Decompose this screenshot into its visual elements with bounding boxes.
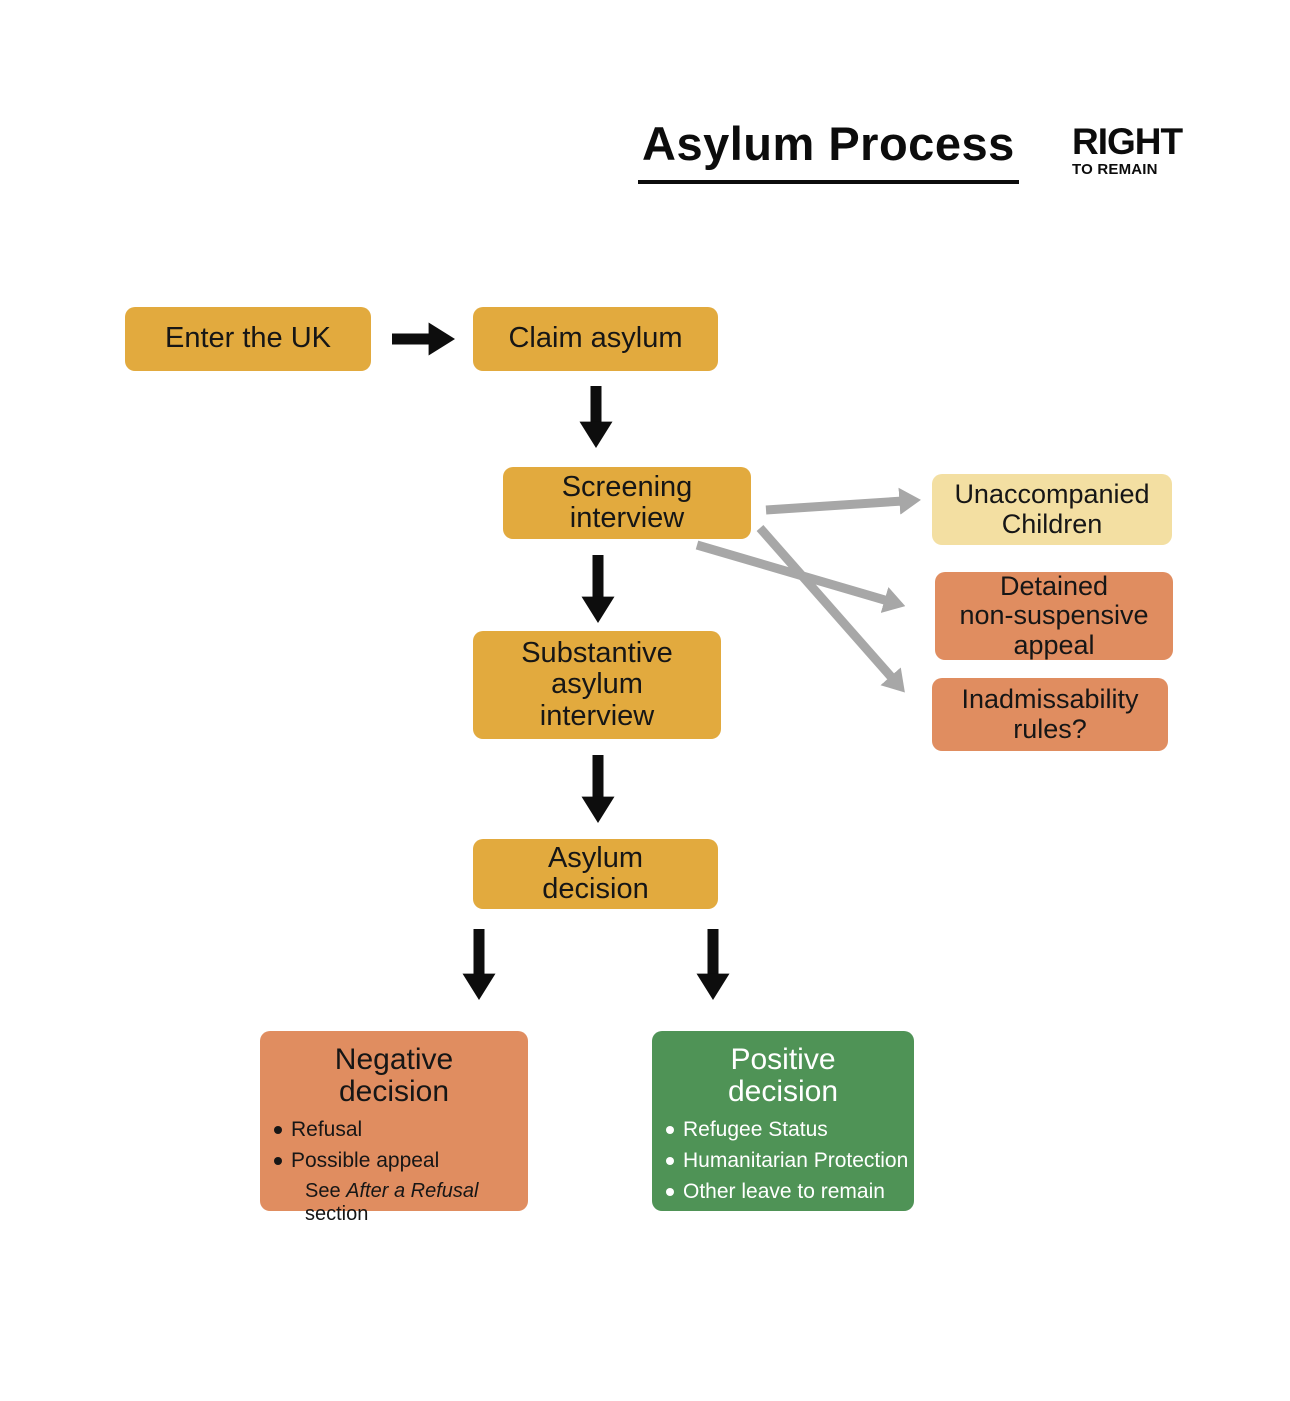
node-positive-decision: Positive decision Refugee Status Humanit… (652, 1031, 914, 1211)
node-screening-interview: Screening interview (503, 467, 751, 539)
page-title: Asylum Process (638, 116, 1019, 184)
node-substantive-interview: Substantive asylum interview (473, 631, 721, 739)
arrow-screening-to-inadmissability (756, 525, 905, 693)
node-inadmissability-rules: Inadmissability rules? (932, 678, 1168, 751)
node-label-line: Children (1001, 508, 1103, 539)
node-title-line: decision (338, 1075, 450, 1109)
bullet-dot (274, 1125, 282, 1134)
node-label-line: Substantive (521, 637, 673, 670)
note-italic: After a Refusal (346, 1179, 479, 1202)
bullet-dot (666, 1187, 674, 1196)
negative-note: See After a Refusal section (305, 1180, 503, 1227)
node-claim-asylum: Claim asylum (473, 307, 718, 371)
node-label-line: decision (542, 873, 649, 905)
note-suffix: section (305, 1203, 369, 1226)
node-title-line: Positive (730, 1043, 836, 1076)
node-label-line: interview (569, 502, 685, 534)
node-asylum-decision: Asylum decision (473, 839, 718, 909)
node-title: Positive decision (652, 1043, 914, 1109)
bullet-item: Other leave to remain (666, 1180, 914, 1204)
node-negative-decision: Negative decision Refusal Possible appea… (260, 1031, 528, 1225)
right-to-remain-logo: RIGHT TO REMAIN (1072, 121, 1183, 179)
node-detained-appeal: Detained non-suspensive appeal (935, 572, 1173, 660)
node-label-line: Asylum (547, 841, 644, 874)
bullet-label: Refugee Status (683, 1117, 828, 1141)
node-label-line: Inadmissability (961, 684, 1139, 715)
bullet-item: Possible appeal (274, 1149, 528, 1173)
logo-text-top: RIGHT (1072, 121, 1183, 162)
bullet-item: Humanitarian Protection (666, 1149, 914, 1173)
arrow-screening-to-unaccompanied (765, 487, 921, 515)
node-label-line: Unaccompanied (954, 479, 1150, 510)
node-enter-uk: Enter the UK (125, 307, 371, 371)
node-label-line: asylum (551, 668, 643, 701)
node-label-line: Enter the UK (164, 322, 332, 355)
arrow-screening-to-detained (695, 540, 906, 613)
node-label-line: appeal (1013, 629, 1095, 660)
node-label-line: non-suspensive (959, 600, 1149, 631)
node-label-line: Detained (999, 571, 1109, 602)
bullet-dot (274, 1156, 282, 1165)
node-body: Refugee Status Humanitarian Protection O… (652, 1118, 914, 1204)
node-label-line: rules? (1013, 713, 1087, 744)
node-title-line: Negative (334, 1043, 454, 1076)
note-prefix: See (305, 1179, 347, 1202)
node-label-line: Claim asylum (508, 322, 683, 355)
node-label-line: interview (539, 699, 655, 732)
node-unaccompanied-children: Unaccompanied Children (932, 474, 1172, 545)
node-title: Negative decision (260, 1043, 528, 1109)
bullet-label: Possible appeal (291, 1148, 440, 1172)
bullet-item: Refusal (274, 1118, 528, 1142)
bullet-item: Refugee Status (666, 1118, 914, 1142)
bullet-label: Refusal (291, 1117, 363, 1141)
node-body: Refusal Possible appeal See After a Refu… (260, 1118, 528, 1227)
logo-text-bottom: TO REMAIN (1072, 161, 1158, 179)
bullet-label: Humanitarian Protection (683, 1148, 909, 1172)
bullet-dot (666, 1125, 674, 1134)
bullet-dot (666, 1156, 674, 1165)
node-title-line: decision (727, 1075, 839, 1109)
node-label-line: Screening (561, 470, 693, 503)
bullet-label: Other leave to remain (683, 1179, 885, 1203)
